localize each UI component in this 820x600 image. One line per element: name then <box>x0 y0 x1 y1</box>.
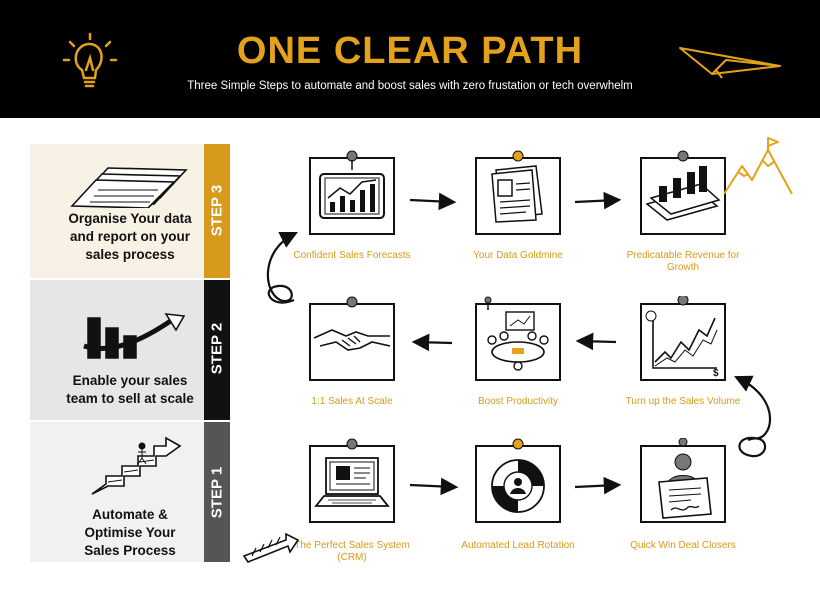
documents-stack-icon <box>475 150 561 235</box>
card-your-data-goldmine <box>472 150 564 238</box>
label-perfect-sales-system: The Perfect Sales System (CRM) <box>294 540 410 563</box>
arrow-r2-2 <box>411 333 453 352</box>
arrow-r3-1 <box>409 192 457 211</box>
label-quick-win-deal-closers: Quick Win Deal Closers <box>630 540 736 551</box>
step2-text-line-2: team to sell at scale <box>66 391 194 406</box>
arrow-r1-2 <box>574 476 622 495</box>
header-banner: ONE CLEAR PATH Three Simple Steps to aut… <box>0 0 820 118</box>
card-perfect-sales-system <box>306 438 398 526</box>
step1-text-line-2: Optimise Your <box>84 525 176 540</box>
start-arrow-icon <box>242 532 300 563</box>
card-confident-sales-forecasts <box>306 150 398 238</box>
line-chart-icon: $ <box>640 294 726 381</box>
step2-panel: Enable your sales team to sell at scale <box>30 280 230 420</box>
step3-text-line-2: and report on your <box>69 229 190 244</box>
paper-plane-icon <box>679 47 781 79</box>
page-title: ONE CLEAR PATH <box>236 30 584 72</box>
card-1to1-sales-at-scale <box>306 296 398 384</box>
card-automated-lead-rotation <box>472 438 564 526</box>
mountain-flag-icon <box>723 137 793 195</box>
label-predictable-revenue: Predicatable Revenue for Growth <box>626 250 740 273</box>
loop-arrow-right <box>734 375 772 458</box>
svg-text:$: $ <box>713 368 719 379</box>
arrow-r1-1 <box>409 477 459 496</box>
meeting-room-icon <box>475 296 561 381</box>
card-predictable-revenue <box>637 150 729 238</box>
step1-tab: STEP 1 <box>204 422 230 562</box>
card-quick-win-deal-closers <box>637 437 729 526</box>
page-subtitle: Three Simple Steps to automate and boost… <box>187 80 633 92</box>
step3-panel: Organise Your data and report on your sa… <box>30 144 230 278</box>
step1-text-line-1: Automate & <box>92 507 168 522</box>
lightbulb-icon <box>62 32 118 88</box>
label-turn-up-sales-volume: Turn up the Sales Volume <box>625 396 741 407</box>
step3-text-line-1: Organise Your data <box>68 211 192 226</box>
arrow-r2-1 <box>575 332 617 351</box>
handshake-icon <box>309 296 395 381</box>
step1-panel: Automate & Optimise Your Sales Process <box>30 422 230 562</box>
label-1to1-sales-at-scale: 1:1 Sales At Scale <box>311 396 393 407</box>
step3-text-line-3: sales process <box>85 247 175 262</box>
step2-text-line-1: Enable your sales <box>72 373 188 388</box>
documents-icon <box>70 167 188 208</box>
card-boost-productivity <box>472 296 564 384</box>
label-confident-sales-forecasts: Confident Sales Forecasts <box>293 250 411 261</box>
label-automated-lead-rotation: Automated Lead Rotation <box>461 540 575 551</box>
label-boost-productivity: Boost Productivity <box>477 396 559 407</box>
step3-tab: STEP 3 <box>204 144 230 278</box>
bar-chart-growth-icon <box>83 313 186 359</box>
laptop-icon <box>309 438 395 523</box>
loop-arrow-left <box>266 232 298 304</box>
tablet-chart-icon <box>309 150 395 235</box>
step2-tab: STEP 2 <box>204 280 230 420</box>
stairs-arrow-icon <box>91 436 182 495</box>
lead-rotation-icon <box>475 438 561 523</box>
document-signature-icon <box>640 437 726 523</box>
step1-text-line-3: Sales Process <box>84 543 176 558</box>
label-your-data-goldmine: Your Data Goldmine <box>473 250 563 261</box>
cash-bars-icon <box>640 150 726 235</box>
arrow-r3-2 <box>574 191 622 210</box>
card-turn-up-sales-volume: $ <box>637 294 729 384</box>
